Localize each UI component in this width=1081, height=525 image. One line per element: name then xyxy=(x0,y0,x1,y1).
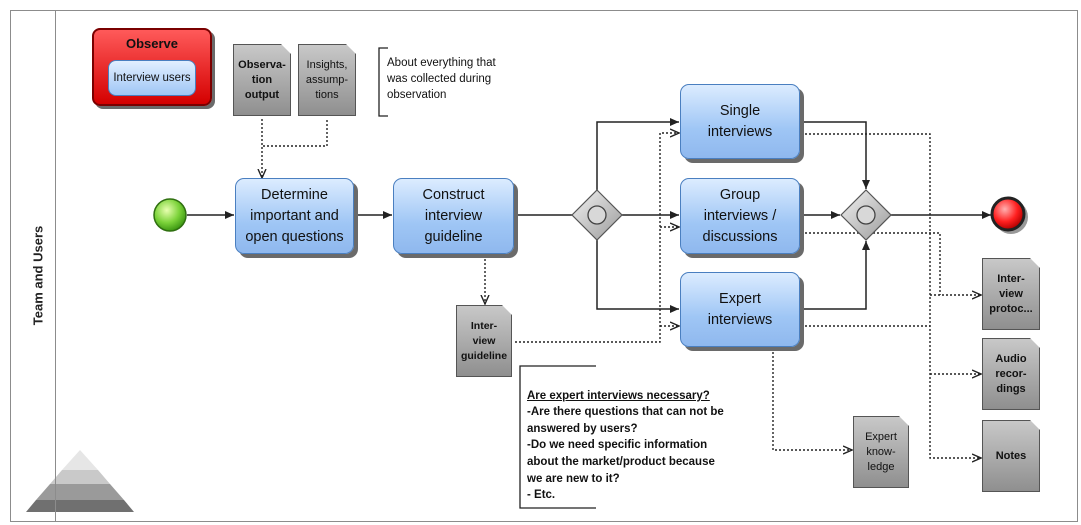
data-associations xyxy=(262,119,981,458)
annotation-brackets xyxy=(378,47,596,509)
assoc-single-outputs xyxy=(801,133,981,458)
expert-annotation: Are expert interviews necessary? -Are the… xyxy=(527,371,767,504)
audio-recordings-document[interactable]: Audio recor- dings xyxy=(982,338,1040,410)
group-interviews-task[interactable]: Group interviews / discussions xyxy=(680,178,800,254)
construct-guideline-task[interactable]: Construct interview guideline xyxy=(393,178,514,254)
assoc-group-outputs xyxy=(801,232,941,295)
assoc-guideline-interviews xyxy=(515,133,679,343)
flow-expert-merge xyxy=(801,241,870,310)
merge-gateway xyxy=(840,189,892,241)
flow-single-merge xyxy=(801,121,870,189)
expert-knowledge-document[interactable]: Expert know- ledge xyxy=(853,416,909,488)
flow-gateway-expert xyxy=(596,240,679,313)
observation-note-bracket xyxy=(378,47,388,117)
sequence-flows xyxy=(187,118,991,313)
expert-interviews-task[interactable]: Expert interviews xyxy=(680,272,800,347)
observe-title: Observe xyxy=(125,36,179,51)
assoc-expert-knowledge xyxy=(772,348,852,450)
notes-document[interactable]: Notes xyxy=(982,420,1040,492)
insights-assumptions-document[interactable]: Insights, assump- tions xyxy=(298,44,356,116)
determine-questions-task[interactable]: Determine important and open questions xyxy=(235,178,354,254)
pyramid-logo xyxy=(26,450,134,512)
single-interviews-task[interactable]: Single interviews xyxy=(680,84,800,159)
assoc-insights-determine xyxy=(262,120,328,147)
observation-annotation: About everything that was collected duri… xyxy=(387,57,496,101)
interview-guideline-document[interactable]: Inter- view guideline xyxy=(456,305,512,377)
lane-title: Team and Users xyxy=(30,225,46,326)
interview-protocol-document[interactable]: Inter- view protoc... xyxy=(982,258,1040,330)
interview-users-task[interactable]: Interview users xyxy=(108,60,196,96)
start-event xyxy=(153,198,187,232)
flow-gateway-single xyxy=(596,118,679,190)
observation-output-document[interactable]: Observa- tion output xyxy=(233,44,291,116)
expert-annotation-title: Are expert interviews necessary? xyxy=(527,389,710,402)
lane-frame xyxy=(10,10,1078,522)
expert-note-bracket xyxy=(519,365,596,509)
lane-header: Team and Users xyxy=(10,10,56,522)
expert-annotation-body: -Are there questions that can not be ans… xyxy=(527,406,724,502)
end-event xyxy=(990,196,1026,232)
observe-subprocess[interactable]: Observe Interview users xyxy=(92,28,212,106)
split-gateway xyxy=(571,189,623,241)
